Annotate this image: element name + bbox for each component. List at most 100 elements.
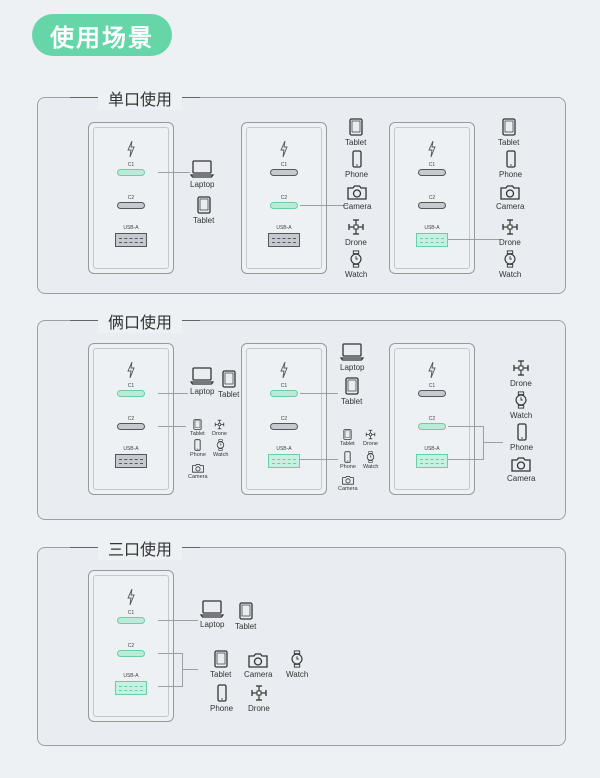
device-camera: Camera (343, 184, 371, 211)
device-tablet: Tablet (210, 650, 231, 679)
laptop-icon (340, 343, 364, 361)
device-label: Laptop (340, 363, 365, 372)
device-label: Drone (510, 379, 532, 388)
charger-diagram: C1 C2 USB-A (88, 570, 174, 722)
watch-icon (290, 650, 304, 668)
usb-c-port-1 (117, 390, 145, 397)
connector-line (448, 426, 483, 427)
device-drone: Drone (499, 218, 521, 247)
drone-icon (365, 429, 376, 440)
camera-icon (342, 475, 354, 485)
drone-icon (214, 419, 225, 430)
device-watch: Watch (363, 451, 378, 470)
device-laptop: Laptop (190, 160, 214, 189)
device-phone: Phone (340, 451, 356, 470)
device-label: Tablet (190, 431, 205, 437)
device-label: Tablet (193, 216, 215, 225)
phone-icon (217, 684, 227, 702)
charger-diagram: C1 C2 USB-A (88, 122, 174, 274)
usb-c-port-2 (117, 423, 145, 430)
connector-line (483, 426, 484, 460)
usb-c-port-1 (117, 617, 145, 624)
device-label: Tablet (210, 670, 232, 679)
device-phone: Phone (345, 150, 368, 179)
usb-c-port-1 (270, 390, 298, 397)
device-label: Tablet (340, 441, 355, 447)
connector-line (158, 172, 190, 173)
device-phone: Phone (210, 684, 233, 713)
port-label-c1: C1 (127, 610, 135, 616)
device-tablet: Tablet (345, 118, 366, 147)
camera-icon (248, 652, 268, 668)
bolt-icon (127, 589, 135, 605)
device-drone: Drone (248, 684, 270, 713)
drone-icon (501, 218, 519, 236)
device-label: Watch (213, 452, 229, 458)
device-label: Phone (340, 464, 356, 470)
bolt-icon (127, 362, 135, 378)
phone-icon (506, 150, 516, 168)
port-label-c1: C1 (127, 162, 135, 168)
bolt-icon (127, 141, 135, 157)
port-label-c1: C1 (428, 383, 436, 389)
device-watch: Watch (499, 250, 521, 279)
device-label: Phone (190, 452, 206, 458)
device-watch: Watch (510, 391, 532, 420)
device-drone: Drone (510, 359, 532, 388)
page-title: 使用场景 (32, 14, 172, 56)
device-drone: Drone (345, 218, 367, 247)
port-label-c2: C2 (127, 643, 135, 649)
connector-line (300, 459, 338, 460)
usb-a-port (416, 233, 448, 247)
connector-line (448, 459, 483, 460)
usb-a-port (115, 681, 147, 695)
tablet-icon (197, 196, 211, 214)
watch-icon (503, 250, 517, 268)
port-label-c1: C1 (280, 162, 288, 168)
connector-line (182, 669, 198, 670)
section-dual-port: 俩口使用 C1 C2 USB-A Laptop Tablet Tablet Dr… (37, 309, 566, 520)
tablet-icon (214, 650, 228, 668)
port-label-c2: C2 (428, 416, 436, 422)
drone-icon (250, 684, 268, 702)
device-tablet: Tablet (498, 118, 519, 147)
device-tablet: Tablet (340, 429, 355, 447)
device-label: Laptop (200, 620, 225, 629)
phone-icon (517, 423, 527, 441)
device-phone: Phone (510, 423, 533, 452)
device-laptop: Laptop (200, 600, 224, 629)
charger-diagram: C1 C2 USB-A (389, 343, 475, 495)
device-label: Tablet (341, 397, 363, 406)
device-label: Laptop (190, 387, 215, 396)
usb-c-port-2 (117, 202, 145, 209)
device-tablet: Tablet (235, 602, 256, 631)
phone-icon (352, 150, 362, 168)
usb-a-port (115, 454, 147, 468)
connector-line (158, 426, 186, 427)
device-laptop: Laptop (190, 367, 214, 396)
charger-diagram: C1 C2 USB-A (241, 122, 327, 274)
tablet-icon (222, 370, 236, 388)
usb-c-port-2 (270, 202, 298, 209)
device-label: Watch (499, 270, 522, 279)
phone-icon (194, 439, 201, 451)
port-label-usba: USB-A (123, 673, 139, 679)
device-label: Tablet (345, 138, 367, 147)
device-phone: Phone (499, 150, 522, 179)
tablet-icon (343, 429, 352, 440)
device-tablet: Tablet (218, 370, 239, 399)
port-label-usba: USB-A (276, 446, 292, 452)
device-label: Drone (345, 238, 367, 247)
usb-a-port (268, 454, 300, 468)
connector-line (182, 653, 183, 687)
port-label-usba: USB-A (123, 446, 139, 452)
port-label-usba: USB-A (424, 225, 440, 231)
watch-icon (366, 451, 375, 463)
camera-icon (192, 463, 204, 473)
connector-line (300, 393, 338, 394)
watch-icon (349, 250, 363, 268)
bolt-icon (428, 141, 436, 157)
port-label-c1: C1 (428, 162, 436, 168)
device-label: Tablet (218, 390, 240, 399)
port-label-c2: C2 (127, 195, 135, 201)
